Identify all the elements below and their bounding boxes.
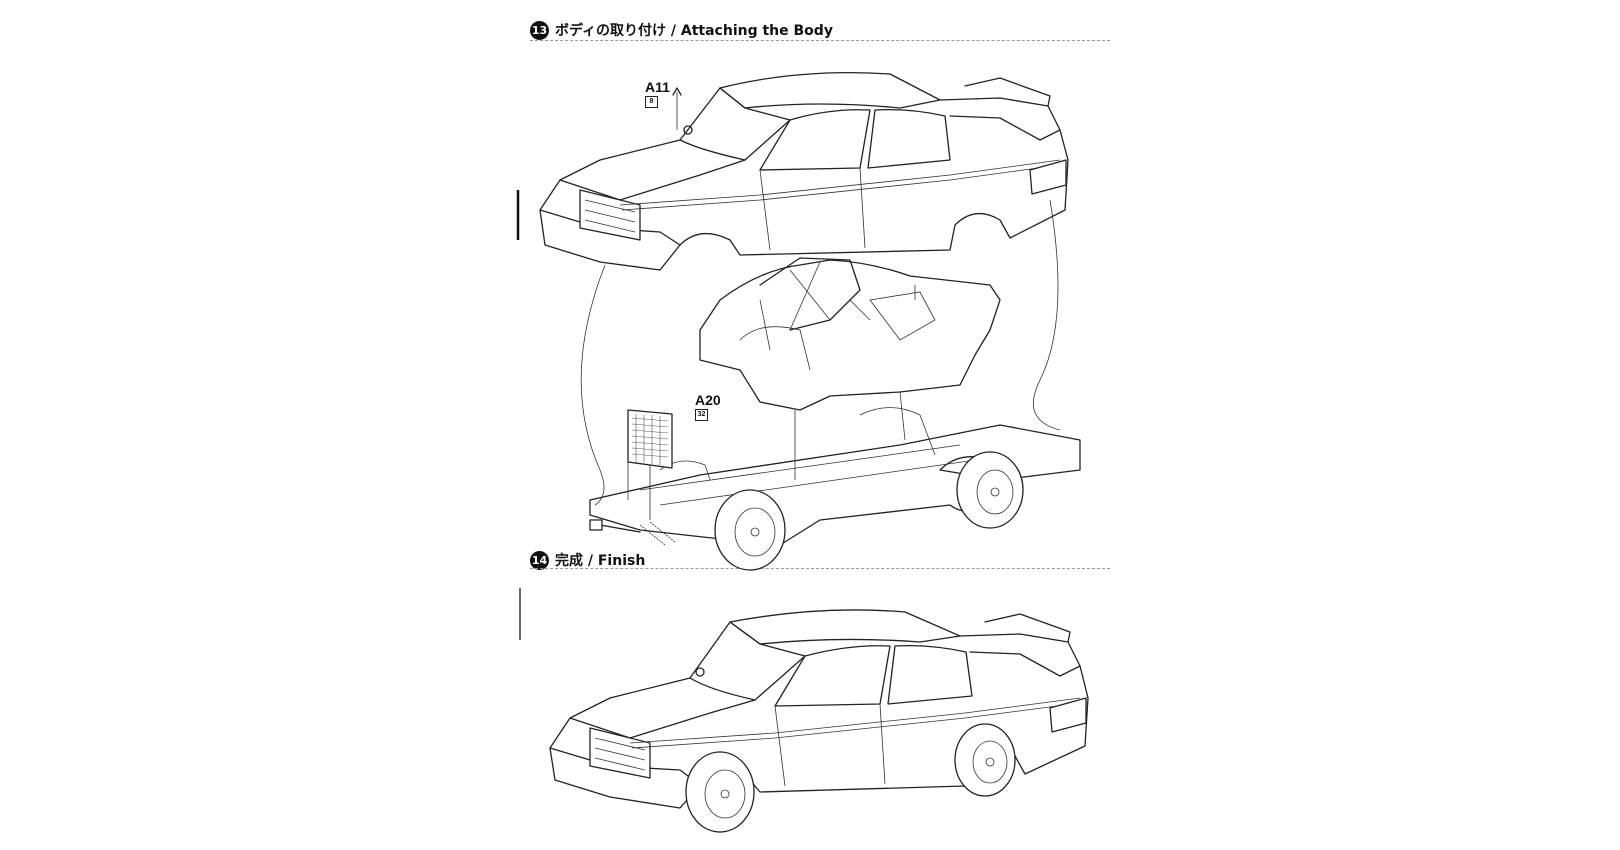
assembly-guide-lines — [580, 199, 1061, 506]
part-id: A11 — [645, 79, 670, 95]
part-quantity-box-icon: 32 — [695, 409, 708, 421]
chassis-floorpan — [589, 407, 1081, 571]
radiator-grille-part — [627, 409, 673, 520]
part-quantity-box-icon: 8 — [645, 96, 658, 108]
step-number-badge: 14 — [530, 550, 549, 570]
car-body-shell — [539, 71, 1069, 271]
part-id: A20 — [695, 392, 721, 408]
finished-car — [549, 609, 1089, 833]
step-title: ボディの取り付け / Attaching the Body — [555, 23, 833, 39]
part-label-a11: A11 8 — [645, 80, 670, 108]
step-title: 完成 / Finish — [555, 553, 646, 569]
interior-roll-cage — [699, 257, 1001, 411]
step-13-header: 13 ボディの取り付け / Attaching the Body — [530, 20, 833, 40]
step-14-header: 14 完成 / Finish — [530, 550, 645, 570]
step-number-badge: 13 — [530, 20, 549, 40]
part-label-a20: A20 32 — [695, 393, 721, 421]
section-divider — [530, 568, 1110, 569]
section-divider — [530, 40, 1110, 41]
